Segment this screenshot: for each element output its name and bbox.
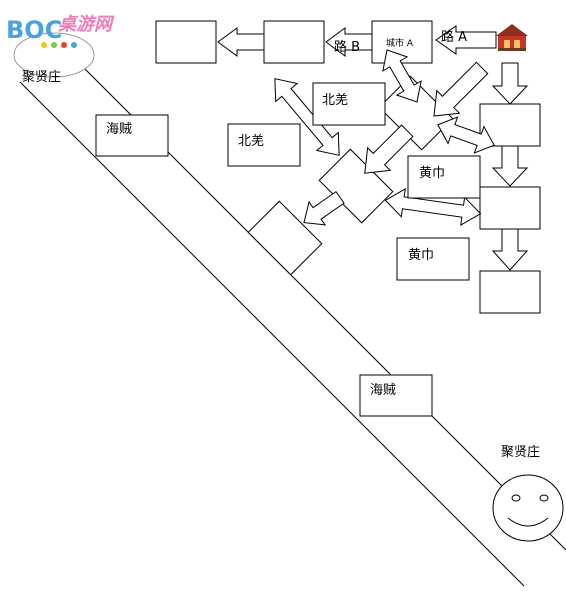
logo-dot xyxy=(61,42,67,48)
castle-icon xyxy=(496,24,528,51)
rotated-box-lower xyxy=(247,200,323,276)
road-a-label: 路 A xyxy=(441,29,467,45)
empty-box-right-2 xyxy=(479,186,541,230)
empty-box-top-middle xyxy=(263,20,325,64)
pirate-box-top xyxy=(95,114,169,157)
beiqiang-box-plain xyxy=(227,123,301,167)
diagonal-arrow-castle-to-center xyxy=(433,61,489,117)
diagonal-arrow-center-down xyxy=(364,124,414,174)
pirate-label-bottom: 海贼 xyxy=(370,383,396,398)
double-arrow-city-to-center xyxy=(382,49,422,103)
huangjin-box-plain xyxy=(396,237,470,281)
village-label-bottom-right: 聚贤庄 xyxy=(501,444,540,460)
double-arrow-beiqiang xyxy=(274,78,340,156)
logo-text: BOC xyxy=(6,16,62,44)
down-arrow-right-3 xyxy=(491,228,529,271)
huangjin-label-plain: 黄巾 xyxy=(408,248,434,263)
beiqiang-label-plain: 北羌 xyxy=(238,134,264,149)
down-arrow-right-2 xyxy=(491,145,529,187)
diagonal-arrow-middle-to-lower xyxy=(303,190,345,226)
beiqiang-box-boxed xyxy=(312,82,386,126)
left-arrow-road-b xyxy=(325,27,373,57)
left-arrow-top-row-1 xyxy=(217,27,265,57)
huangjin-box-boxed xyxy=(407,155,481,199)
pirate-label-top: 海贼 xyxy=(106,122,132,137)
logo-site-glyphs: 桌游网 xyxy=(58,14,115,35)
road-b-label: 路 B xyxy=(334,39,360,55)
down-arrow-right-1 xyxy=(491,62,529,105)
logo-dot xyxy=(51,42,57,48)
city-a-label: 城市 A xyxy=(386,37,414,49)
double-arrow-center-to-right-1 xyxy=(437,116,495,154)
diagonal-road-lower-edge xyxy=(19,81,525,587)
beiqiang-label-boxed: 北羌 xyxy=(322,93,348,108)
logo-dot xyxy=(41,42,47,48)
left-arrow-road-a xyxy=(435,25,497,55)
huangjin-label-boxed: 黄巾 xyxy=(419,166,445,181)
smiley-face-icon xyxy=(492,474,564,542)
village-label-top-left: 聚贤庄 xyxy=(22,69,61,85)
pirate-box-bottom xyxy=(359,374,433,417)
site-logo: BOC 桌游网 xyxy=(6,14,115,78)
empty-box-right-3 xyxy=(479,270,541,314)
empty-box-top-left xyxy=(155,20,217,64)
logo-dot xyxy=(71,42,77,48)
